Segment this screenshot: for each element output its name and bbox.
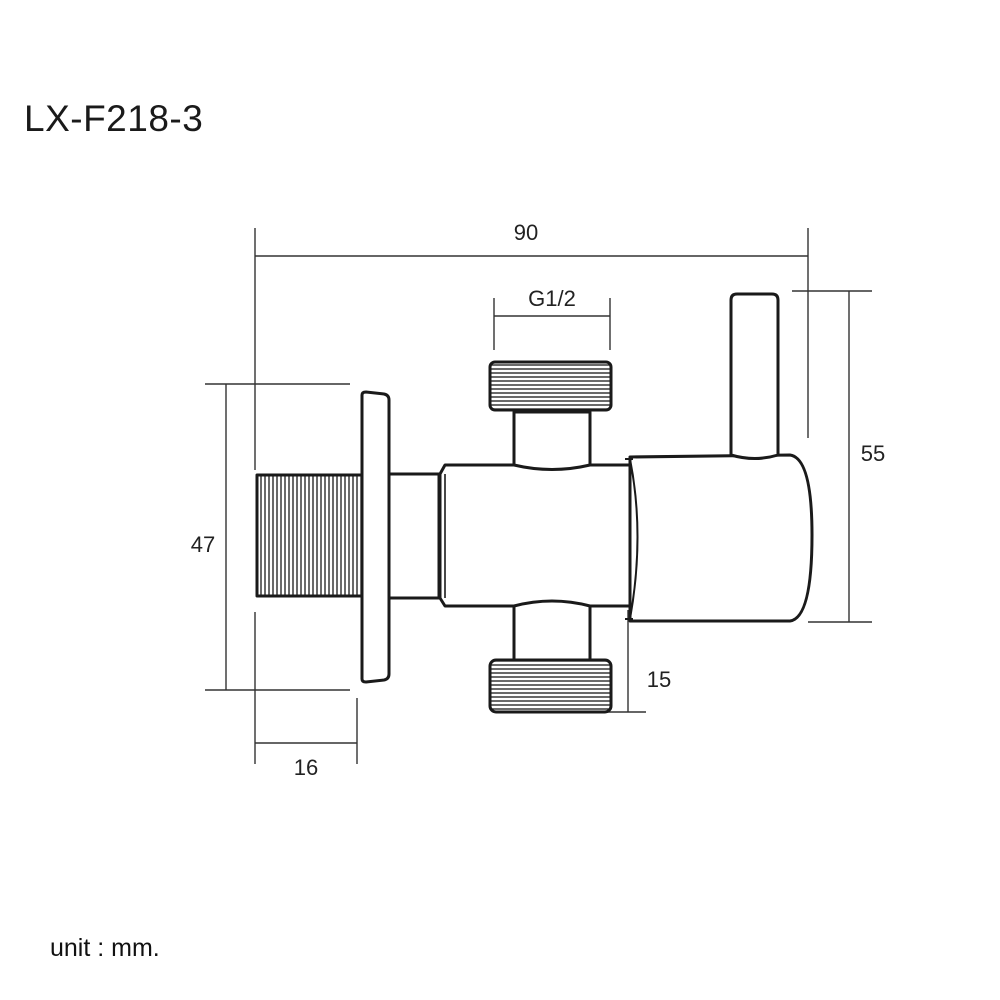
model-title: LX-F218-3 (24, 98, 204, 139)
flange-plate (360, 390, 391, 684)
top-outlet-pipe (512, 410, 592, 471)
unit-note: unit : mm. (50, 934, 160, 962)
handle-lever (729, 292, 780, 460)
valve-body (255, 292, 814, 714)
dim-label-16: 16 (294, 755, 318, 780)
dim-label-47: 47 (191, 532, 215, 557)
dimension-lines (205, 228, 872, 764)
cap-collar-curve (629, 458, 639, 620)
dim-label-90: 90 (514, 220, 538, 245)
dim-label-g12: G1/2 (528, 286, 576, 311)
dim-label-15: 15 (647, 667, 671, 692)
bottom-thread-nut (488, 658, 613, 714)
threaded-inlet (255, 473, 366, 598)
cap-housing (628, 453, 814, 623)
inlet-neck (387, 472, 441, 600)
bottom-outlet-pipe (512, 599, 592, 666)
dim-label-55: 55 (861, 441, 885, 466)
main-body (438, 463, 637, 608)
top-thread-nut (488, 360, 613, 412)
